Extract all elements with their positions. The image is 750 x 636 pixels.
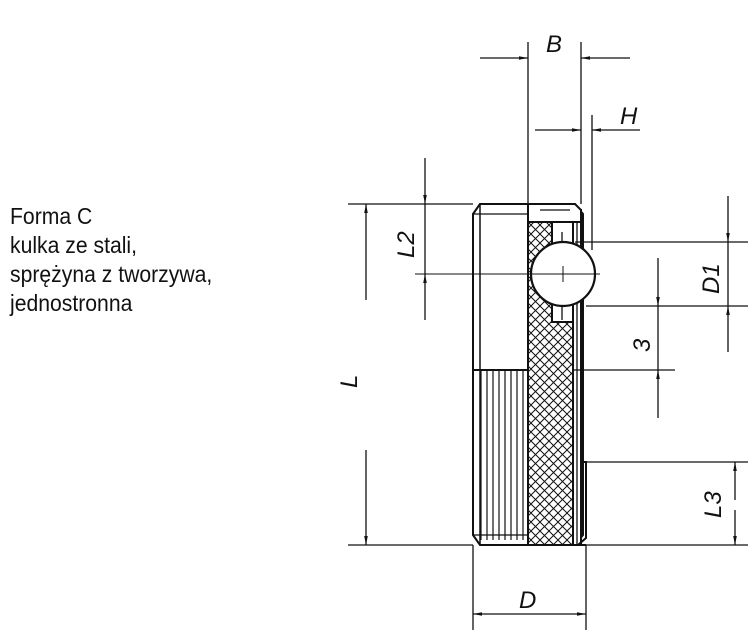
dimension-lines xyxy=(348,42,748,630)
spring-material: sprężyna z tworzywa, xyxy=(10,261,213,287)
sidedness: jednostronna xyxy=(10,290,133,316)
dim-label-3: 3 xyxy=(629,338,656,352)
ball-material: kulka ze stali, xyxy=(10,232,138,258)
form-title: Forma C xyxy=(10,203,93,229)
dim-label-l: L xyxy=(336,375,363,388)
dim-label-d1: D1 xyxy=(698,263,725,294)
dim-label-l3: L3 xyxy=(700,491,727,518)
dim-label-d: D xyxy=(519,587,536,614)
dim-label-l2: L2 xyxy=(393,231,420,258)
dim-label-b: B xyxy=(546,31,562,58)
dim-label-h: H xyxy=(620,103,638,130)
form-description: Forma C kulka ze stali, sprężyna z tworz… xyxy=(10,202,212,318)
